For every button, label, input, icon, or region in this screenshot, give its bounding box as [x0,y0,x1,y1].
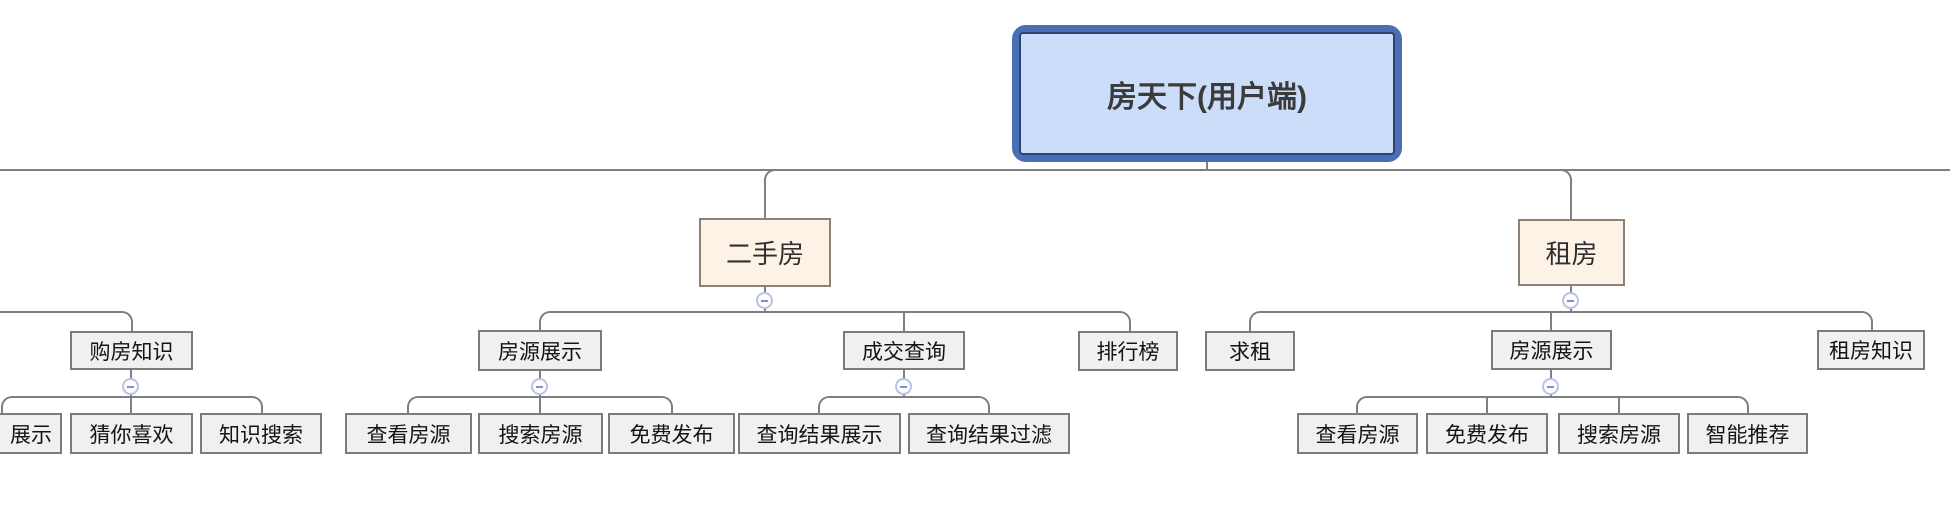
collapse-icon[interactable] [531,378,548,395]
connector-drop [1570,181,1572,219]
collapse-icon[interactable] [1542,378,1559,395]
leaf-chakan-fangyuan-zf[interactable]: 查看房源 [1297,413,1418,454]
node-fangtianxia-root[interactable]: 房天下(用户端) [1012,25,1402,162]
connector-drop [407,407,409,413]
connector-drop [818,407,820,413]
connector-elbow [660,396,673,409]
connector-drop [671,407,673,413]
connector-drop [1356,407,1358,413]
connector-root-drop [1206,160,1208,171]
connector-rail [0,311,122,313]
node-qiuzu[interactable]: 求租 [1205,331,1295,371]
connector-elbow [764,169,777,182]
connector-rail [12,396,252,398]
connector-drop [131,322,133,331]
leaf-zhanshi-cut[interactable]: 展示 [0,413,62,454]
connector-main-line [0,169,1950,171]
connector-drop [539,322,541,331]
leaf-chakan-fangyuan-sh[interactable]: 查看房源 [345,413,472,454]
root-label: 房天下(用户端) [1019,32,1395,155]
connector-drop [261,407,263,413]
node-fangyuan-zhanshi-zufang[interactable]: 房源展示 [1491,330,1612,370]
connector-drop [1618,397,1620,413]
connector-drop [764,181,766,218]
connector-drop [1550,311,1552,331]
leaf-mianfei-fabu-sh[interactable]: 免费发布 [608,413,735,454]
collapse-icon[interactable] [1562,292,1579,309]
connector-elbow [539,311,552,324]
leaf-sousuo-fangyuan-sh[interactable]: 搜索房源 [478,413,603,454]
connector-elbow [1559,169,1572,182]
connector-drop [130,397,132,413]
connector-rail [829,396,979,398]
connector-drop [1,407,3,413]
connector-drop [988,407,990,413]
connector-drop [539,397,541,413]
connector-elbow [977,396,990,409]
leaf-sousuo-fangyuan-zf[interactable]: 搜索房源 [1558,413,1680,454]
connector-drop [1747,407,1749,413]
minus-icon [1547,385,1554,388]
leaf-chaxun-jieguo-guolv[interactable]: 查询结果过滤 [908,413,1070,454]
node-chengjiao-chaxun[interactable]: 成交查询 [843,331,965,370]
minus-icon [1567,299,1574,302]
leaf-chaxun-jieguo-zhanshi[interactable]: 查询结果展示 [738,413,901,454]
collapse-icon[interactable] [895,378,912,395]
node-zufang[interactable]: 租房 [1518,219,1625,286]
leaf-cainixihuan[interactable]: 猜你喜欢 [70,413,193,454]
connector-drop [1871,322,1873,331]
connector-elbow [818,396,831,409]
connector-elbow [1736,396,1749,409]
collapse-icon[interactable] [756,292,773,309]
connector-rail [1368,396,1738,398]
connector-drop [1486,397,1488,413]
leaf-zhishi-sousuo[interactable]: 知识搜索 [200,413,322,454]
connector-elbow [1356,396,1369,409]
connector-rail [550,311,1120,313]
connector-drop [1129,322,1131,331]
connector-elbow [120,311,133,324]
node-paihangbang[interactable]: 排行榜 [1078,331,1178,371]
node-ershoufang[interactable]: 二手房 [699,218,831,287]
minus-icon [761,299,768,302]
connector-elbow [1860,311,1873,324]
connector-drop [903,311,905,331]
minus-icon [536,385,543,388]
leaf-mianfei-fabu-zf[interactable]: 免费发布 [1426,413,1548,454]
node-goufang-zhishi[interactable]: 购房知识 [70,331,193,370]
node-zufang-zhishi[interactable]: 租房知识 [1817,330,1925,370]
minus-icon [900,385,907,388]
leaf-zhineng-tuijian[interactable]: 智能推荐 [1687,413,1808,454]
connector-rail [1260,311,1861,313]
connector-elbow [1249,311,1262,324]
connector-elbow [1118,311,1131,324]
collapse-icon[interactable] [122,378,139,395]
connector-elbow [1,396,14,409]
connector-drop [1249,322,1251,331]
node-fangyuan-zhanshi-ershoufang[interactable]: 房源展示 [478,330,602,371]
connector-elbow [250,396,263,409]
connector-elbow [407,396,420,409]
minus-icon [127,385,134,388]
